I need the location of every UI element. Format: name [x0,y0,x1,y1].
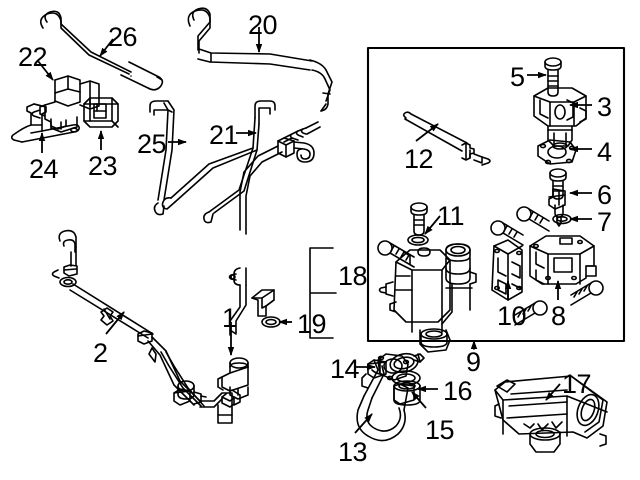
callout-number-26: 26 [108,22,138,52]
part-11-seal-washer [407,234,429,246]
part-8-cooler-bracket [529,235,597,285]
part-5-bolt [544,57,562,97]
part-17-intake-manifold-duct [494,375,608,453]
part-25-vacuum-line [149,100,175,216]
part-11-bolt [410,202,428,236]
group-18-bracket [309,247,337,339]
callout-number-4: 4 [597,137,612,167]
callout-number-9: 9 [466,347,481,377]
callout-number-10: 10 [497,301,527,331]
callout-number-2: 2 [93,338,108,368]
assembly-bolts [490,206,604,326]
part-19-o-ring [261,316,281,328]
part-26-vacuum-hose [39,10,164,91]
callout-number-18: 18 [338,261,368,291]
part-23-relay-connector [83,97,119,128]
part-1-vacuum-solenoid-valve [217,357,249,408]
leader-arrow-17 [545,383,561,401]
part-10-support-bracket [491,239,523,301]
leader-arrow-26 [99,38,114,57]
callout-number-1: 1 [222,303,237,333]
part-2-coolant-pipe-assembly [51,229,233,424]
callout-number-3: 3 [597,92,612,122]
callout-number-8: 8 [551,301,566,331]
callout-number-24: 24 [29,154,59,184]
center-pipe-assembly [228,121,321,336]
callout-number-13: 13 [338,437,368,467]
leader-arrow-22 [37,60,54,81]
callout-number-17: 17 [562,369,592,399]
leader-arrow-12 [415,123,439,142]
callout-number-22: 22 [18,42,48,72]
callout-number-21: 21 [209,120,239,150]
callout-number-14: 14 [330,354,360,384]
callout-number-6: 6 [597,180,612,210]
part-3-egr-valve [533,87,587,150]
part-24-mounting-bracket [10,103,80,143]
callout-number-15: 15 [425,415,455,445]
leader-arrow-2 [105,311,125,335]
callout-number-5: 5 [510,62,525,92]
callout-number-25: 25 [137,129,167,159]
part-20-upper-vacuum-hose [187,7,333,112]
callout-number-23: 23 [88,151,118,181]
callout-number-7: 7 [597,207,612,237]
callout-number-20: 20 [248,10,278,40]
callout-number-11: 11 [437,201,465,231]
callout-leader-lines [37,27,592,434]
part-16-pipe-clamp-ring [389,352,425,374]
part-4-egr-valve-gasket [537,139,577,165]
callout-number-12: 12 [404,144,434,174]
leader-arrow-11 [424,215,441,235]
callout-number-16: 16 [443,376,473,406]
part-12-actuator-rod [402,111,491,166]
leader-arrow-15 [411,391,427,409]
group-9-box [366,46,626,350]
leader-arrow-13 [354,413,373,434]
egr-cooler-body [377,240,477,353]
callout-number-19: 19 [297,309,327,339]
